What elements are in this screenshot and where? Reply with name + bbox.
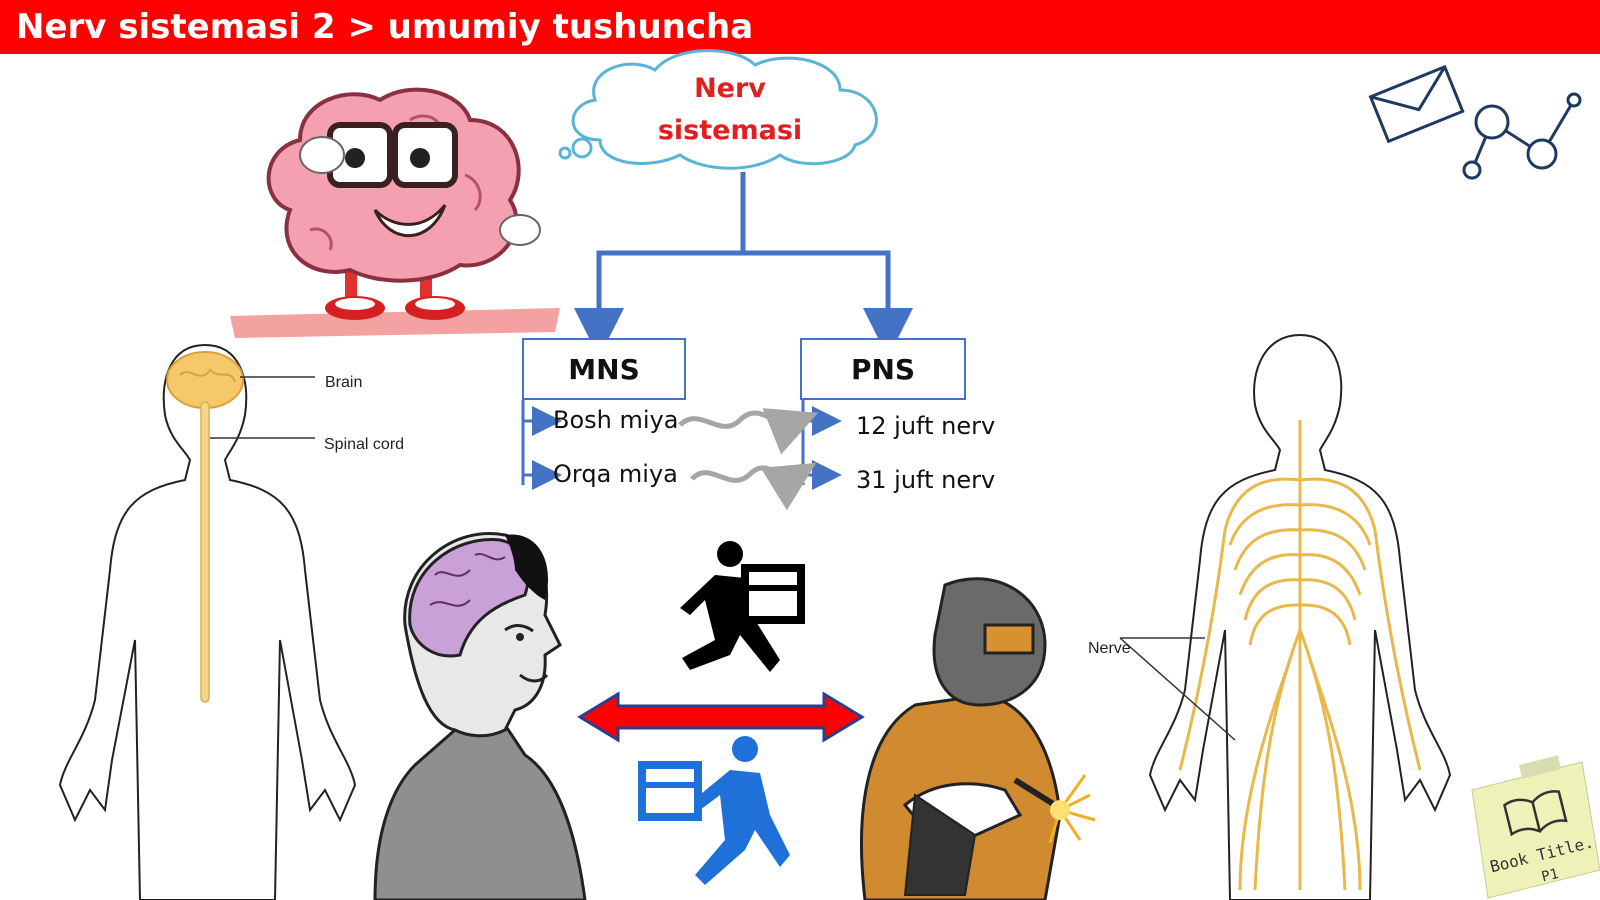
mns-item-bosh-miya: Bosh miya (553, 406, 679, 434)
envelope-icon (1368, 64, 1465, 144)
pns-item-12-juft: 12 juft nerv (856, 412, 996, 440)
bidirectional-arrow (577, 691, 865, 743)
welder-icon (860, 577, 1096, 900)
mns-item-orqa-miya: Orqa miya (553, 460, 678, 488)
cloud-line-1: Nerv (694, 73, 766, 104)
brain-mascot-icon (230, 87, 560, 338)
spinal-cord-label: Spinal cord (324, 436, 405, 453)
molecule-icon (1462, 92, 1582, 180)
pns-box: PNS (800, 338, 966, 400)
mns-box: MNS (522, 338, 686, 400)
cloud-shape (558, 49, 878, 170)
running-courier-blue-icon (638, 736, 790, 885)
nerve-label: Nerve (1088, 640, 1131, 657)
brain-label: Brain (325, 374, 363, 391)
human-pns-figure (1119, 333, 1452, 900)
open-book-icon (1503, 790, 1568, 837)
human-cns-figure (58, 343, 357, 900)
running-courier-icon (680, 541, 805, 672)
cloud-line-2: sistemasi (657, 115, 803, 146)
page-title: Nerv sistemasi 2 > umumiy tushuncha (16, 7, 754, 47)
thinking-man-icon (373, 532, 587, 900)
pns-item-31-juft: 31 juft nerv (856, 466, 996, 494)
title-bar: Nerv sistemasi 2 > umumiy tushuncha (0, 0, 1600, 54)
